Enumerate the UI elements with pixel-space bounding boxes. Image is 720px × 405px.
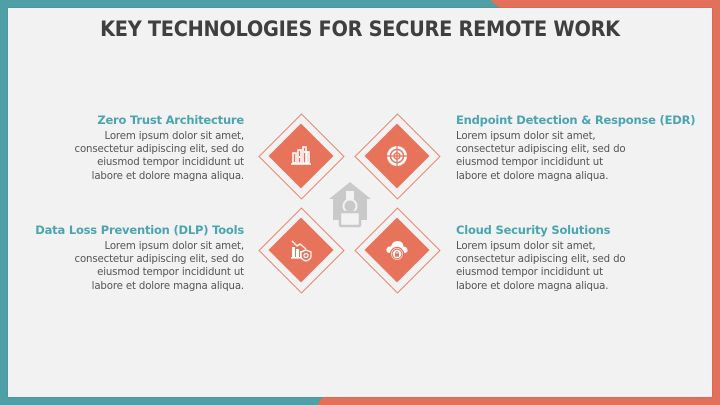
item-body: Lorem ipsum dolor sit amet, consectetur … — [456, 131, 626, 182]
radar-target-icon — [386, 145, 408, 167]
declining-chart-shield-icon — [291, 240, 312, 262]
slide-title: KEY TECHNOLOGIES FOR SECURE REMOTE WORK — [100, 17, 620, 41]
buildings-chart-icon — [291, 146, 311, 165]
item-edr: Endpoint Detection & Response (EDR) Lore… — [456, 113, 696, 183]
home-user-icon — [329, 182, 371, 228]
cloud-lock-icon — [386, 241, 408, 262]
item-zero-trust: Zero Trust Architecture Lorem ipsum dolo… — [4, 113, 245, 183]
item-heading: Zero Trust Architecture — [97, 113, 244, 127]
item-heading: Cloud Security Solutions — [456, 223, 611, 237]
item-cloud-security: Cloud Security Solutions Lorem ipsum dol… — [456, 223, 696, 293]
item-body: Lorem ipsum dolor sit amet, consectetur … — [74, 241, 245, 292]
item-heading: Endpoint Detection & Response (EDR) — [456, 113, 696, 127]
item-dlp: Data Loss Prevention (DLP) Tools Lorem i… — [4, 223, 244, 293]
item-body: Lorem ipsum dolor sit amet, consectetur … — [456, 241, 626, 292]
item-body: Lorem ipsum dolor sit amet, consectetur … — [74, 131, 245, 182]
item-heading: Data Loss Prevention (DLP) Tools — [35, 223, 244, 237]
